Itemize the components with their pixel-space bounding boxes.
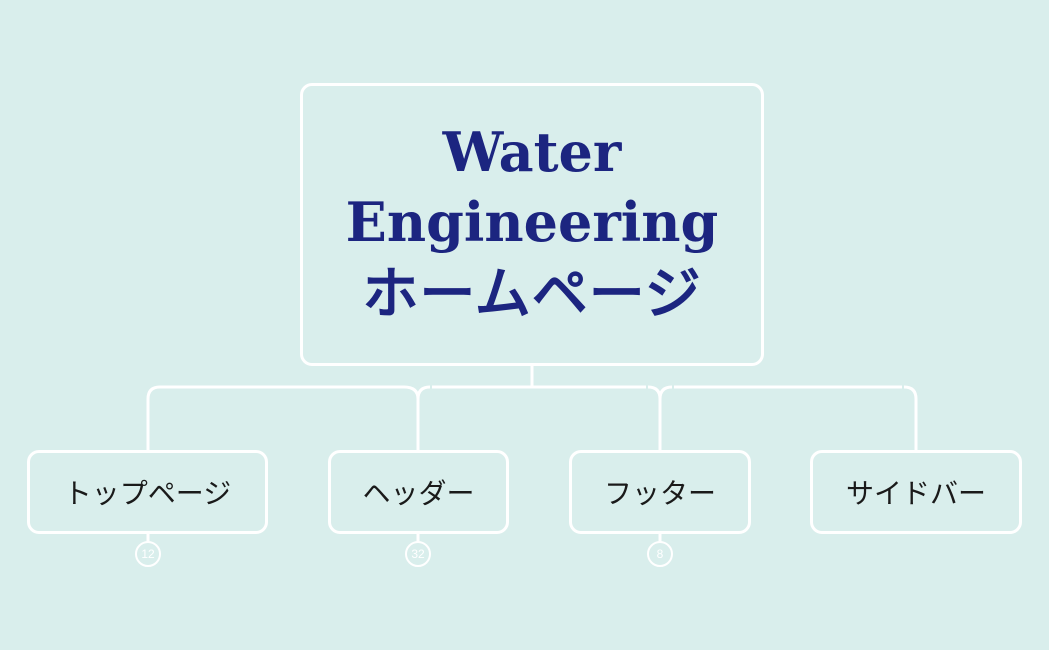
- child-node-label: トップページ: [63, 477, 232, 510]
- child-node-sidebar[interactable]: サイドバー: [810, 450, 1022, 534]
- count-badge[interactable]: 32: [405, 541, 431, 567]
- child-node-label: ヘッダー: [362, 477, 475, 510]
- root-node[interactable]: Water Engineering ホームページ: [300, 83, 764, 366]
- child-node-label: サイドバー: [845, 477, 986, 510]
- count-badge-value: 32: [411, 547, 425, 561]
- count-badge-value: 8: [656, 547, 664, 561]
- root-title-line1: Water: [442, 119, 622, 184]
- count-badge-value: 12: [141, 547, 155, 561]
- root-title-line3: ホームページ: [362, 261, 702, 327]
- root-title-line2: Engineering: [345, 189, 719, 254]
- child-node-top-page[interactable]: トップページ: [27, 450, 268, 534]
- count-badge[interactable]: 12: [135, 541, 161, 567]
- count-badge[interactable]: 8: [647, 541, 673, 567]
- child-node-footer[interactable]: フッター: [569, 450, 751, 534]
- child-node-label: フッター: [603, 477, 716, 510]
- child-node-header[interactable]: ヘッダー: [328, 450, 509, 534]
